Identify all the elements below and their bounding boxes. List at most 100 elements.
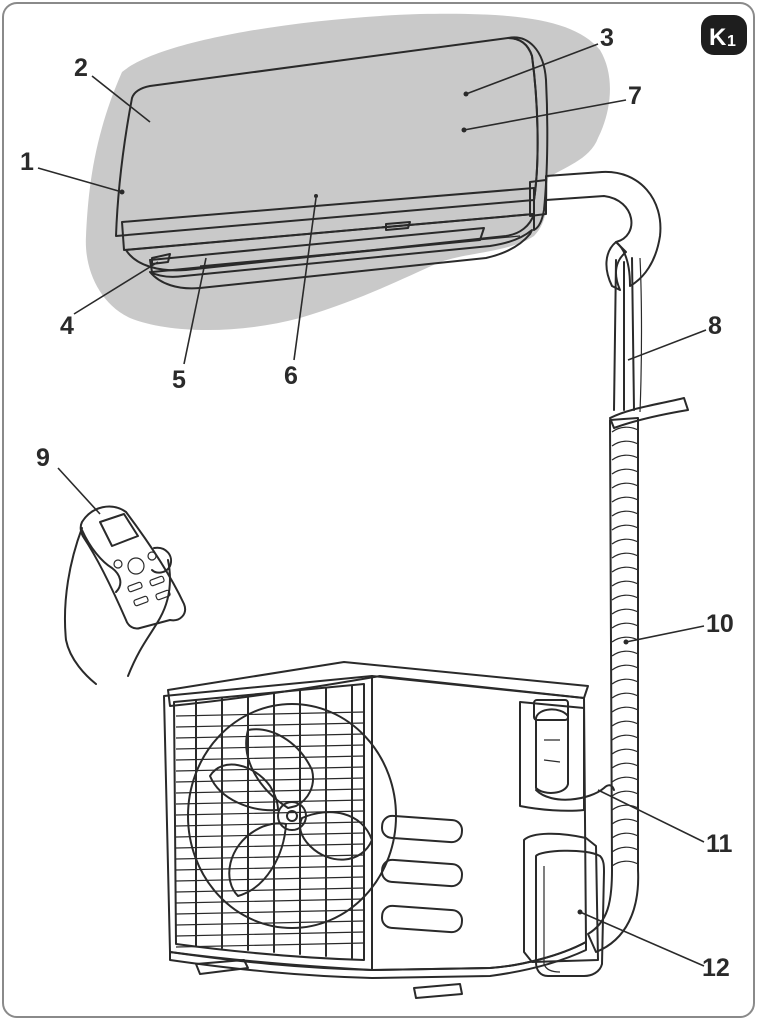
pipe-cover-wrap <box>611 664 639 671</box>
pipe-tape-end <box>609 397 689 429</box>
pipe-cover-wrap <box>611 678 639 685</box>
remote-screen <box>99 513 139 547</box>
outdoor-vent-2 <box>381 858 463 888</box>
remote-button-center <box>127 557 145 575</box>
leader-8 <box>627 329 707 361</box>
remote-button-row3 <box>133 595 149 607</box>
cover-box <box>535 849 605 977</box>
fan-blade-left <box>209 763 279 812</box>
callout-8: 8 <box>708 312 722 340</box>
pipe-cover-wrap <box>611 440 639 447</box>
fan-grille <box>173 683 397 961</box>
callout-7: 7 <box>628 82 642 110</box>
pipe-cover-wrap <box>611 538 639 545</box>
leader-9 <box>57 467 101 515</box>
leader-dot-1 <box>119 189 125 195</box>
fan-grille-wire <box>175 755 365 761</box>
outdoor-vent-1 <box>381 814 463 844</box>
fan-grille-wire <box>175 865 365 871</box>
callout-9: 9 <box>36 444 50 472</box>
indoor-unit-display-dot <box>314 194 318 198</box>
fan-grille-wire <box>175 722 365 728</box>
leader-5 <box>183 257 207 365</box>
fan-grille-wire <box>175 799 365 805</box>
pipe-cover-wrap <box>611 720 639 727</box>
pipe-cover-wrap <box>611 748 639 755</box>
remote-button-b <box>147 551 157 561</box>
indoor-unit-right-vane <box>385 221 411 231</box>
pipe-cover-wrap <box>611 510 639 517</box>
pipe-bend-lower <box>605 241 627 291</box>
leader-10 <box>625 625 705 643</box>
outdoor-vent-3 <box>381 904 463 934</box>
callout-11: 11 <box>706 830 733 858</box>
figure-badge: K 1 <box>701 15 747 55</box>
cover-box-edge <box>543 866 561 973</box>
pipe-cover-wrap <box>611 832 639 839</box>
callout-12: 12 <box>702 954 730 982</box>
outdoor-foot-left <box>195 959 249 975</box>
fan-hub-center <box>286 810 298 822</box>
fan-grille-wire <box>175 777 365 783</box>
callout-4: 4 <box>60 312 74 340</box>
indoor-unit-pipe-port <box>529 179 547 217</box>
fan-grille-frame <box>173 683 365 961</box>
fan-grille-wire <box>175 788 365 794</box>
pipe-cover-wraps <box>611 426 639 867</box>
pipe-cover-wrap <box>611 706 639 713</box>
leader-1 <box>37 167 123 193</box>
hand-thumb <box>151 546 172 574</box>
pipe-cover-wrap <box>611 608 639 615</box>
callout-5: 5 <box>172 366 186 394</box>
pipe-cover-wrap <box>611 566 639 573</box>
valve-cable <box>535 784 615 801</box>
fan-grille-wire <box>175 733 365 739</box>
fan-blade-right <box>299 811 373 861</box>
callout-1: 1 <box>20 148 34 176</box>
indoor-unit-left-vane <box>151 253 171 265</box>
refrigerant-pipe-cover <box>587 417 640 953</box>
leader-7 <box>463 99 627 131</box>
remote-button-row2 <box>149 575 165 587</box>
fan-grille-wire <box>175 843 365 849</box>
badge-letter: K <box>709 24 727 51</box>
pipe-cover-wrap <box>611 524 639 531</box>
fan-grille-wire <box>175 744 365 750</box>
leader-4 <box>73 261 159 315</box>
fan-hub <box>277 801 307 831</box>
pipe-cover-wrap <box>611 860 639 867</box>
callout-labels: 1 2 3 4 5 6 7 8 9 10 11 12 <box>20 24 734 982</box>
cover-box-back <box>523 832 599 963</box>
callout-10: 10 <box>706 610 734 638</box>
outdoor-foot-right <box>413 983 463 999</box>
pipe-cover-wrap <box>611 636 639 643</box>
leader-dot-3 <box>463 91 469 97</box>
leader-dot-12 <box>577 909 583 915</box>
leader-lines <box>37 43 707 967</box>
indoor-unit-side-cap <box>507 36 549 231</box>
leader-3 <box>465 43 599 95</box>
leader-2 <box>91 75 151 123</box>
remote-control <box>63 505 186 685</box>
pipe-cover-wrap <box>611 622 639 629</box>
fan-grille-wire <box>175 832 365 838</box>
badge-background <box>701 15 747 55</box>
fan-grille-wire <box>175 909 365 915</box>
pipe-liquid-line <box>631 257 635 411</box>
callout-3: 3 <box>600 24 614 52</box>
pipe-cover-wrap <box>611 818 639 825</box>
pipe-cover-wrap <box>611 776 639 783</box>
outdoor-side-panel <box>519 701 585 812</box>
fan-grille-wire <box>175 887 365 893</box>
leader-6 <box>293 197 317 361</box>
pipe-cover-wrap <box>611 692 639 699</box>
fan-blade-bottom <box>228 822 287 897</box>
pipe-cover-wrap <box>611 482 639 489</box>
fan-grille-wire <box>175 942 365 948</box>
callout-2: 2 <box>74 54 88 82</box>
remote-button-a <box>113 559 123 569</box>
pipe-cover-wrap <box>611 846 639 853</box>
pipe-cover-wrap <box>611 426 639 433</box>
